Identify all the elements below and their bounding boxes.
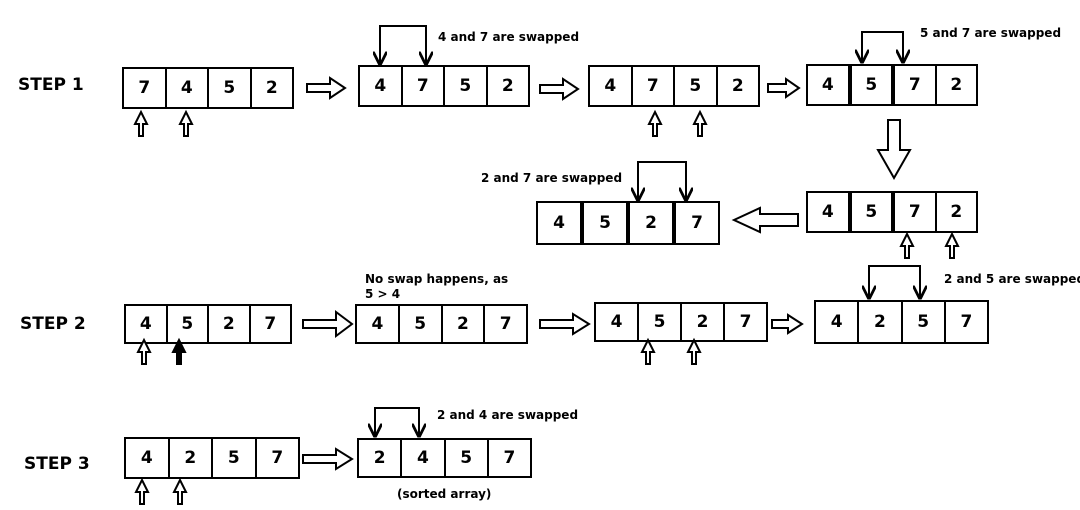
no-swap-condition: 5 > 4 [365,287,401,301]
array-cell: 5 [168,306,209,342]
array-cell: 7 [271,448,284,468]
array-cell: 4 [808,66,852,104]
sorted-array-caption: (sorted array) [397,487,492,501]
swap-annotation: 5 and 7 are swapped [920,26,1062,40]
swap-bracket [637,161,686,200]
array-cell: 7 [960,312,973,332]
array-cell: 4 [126,306,168,342]
swap-bracket [868,265,920,298]
array-cell: 7 [895,66,937,104]
right-block-arrow-icon [302,310,354,338]
array-cell: 4 [596,304,639,340]
swap-bracket [374,407,419,436]
array-cell: 4 [357,306,400,342]
array-cell: 5 [852,66,895,104]
array-box: 4 5 2 7 [355,304,528,344]
array-cell: 2 [209,306,251,342]
array-box: 4 5 2 7 [594,302,768,342]
array-box: 7 4 5 2 [122,67,294,109]
swap-annotation: 2 and 4 are swapped [437,408,579,422]
array-cell: 5 [639,304,682,340]
swap-annotation: 2 and 7 are swapped [481,171,623,185]
swap-bracket [379,25,426,64]
right-block-arrow-icon [306,76,347,100]
array-box: 4 5 7 2 [806,64,978,106]
array-cell: 2 [265,78,278,98]
up-pointer-arrow-icon [133,109,149,137]
array-cell: 7 [739,312,752,332]
array-cell: 5 [445,67,488,105]
step-3-label: STEP 3 [24,454,90,474]
step-2-label: STEP 2 [20,314,86,334]
array-cell: 5 [675,67,718,105]
swap-annotation: 4 and 7 are swapped [438,30,580,44]
array-cell: 2 [859,302,903,342]
right-block-arrow-icon [767,77,801,99]
array-cell: 2 [950,202,963,222]
array-cell: 7 [633,67,675,105]
swap-bracket [861,31,903,62]
array-cell: 2 [170,439,213,477]
array-cell: 5 [400,306,443,342]
array-cell: 5 [903,302,946,342]
array-cell: 7 [264,314,277,334]
array-cell: 4 [360,67,403,105]
array-cell: 4 [538,203,584,243]
array-cell: 2 [731,76,744,96]
array-cell: 7 [503,448,516,468]
array-box: 4 2 5 7 [814,300,989,344]
array-cell: 5 [209,69,252,107]
array-cell: 4 [808,193,852,231]
up-pointer-arrow-icon [640,337,656,365]
array-cell: 2 [359,440,403,476]
array-cell: 4 [126,439,170,477]
array-cell: 7 [403,67,445,105]
no-swap-annotation: No swap happens, as [365,272,509,286]
down-block-arrow-icon [876,119,912,181]
array-cell: 7 [895,193,937,231]
array-box: 2 4 5 7 [357,438,532,478]
right-block-arrow-icon [539,77,580,101]
up-pointer-arrow-icon [944,231,960,259]
up-pointer-arrow-icon [647,109,663,137]
up-pointer-arrow-icon [178,109,194,137]
right-block-arrow-icon [302,447,354,471]
array-cell: 5 [446,440,489,476]
array-cell: 4 [167,69,209,107]
array-box: 4 5 2 7 [124,304,292,344]
array-box: 4 5 7 2 [806,191,978,233]
array-cell: 2 [501,76,514,96]
up-pointer-arrow-icon [899,231,915,259]
up-pointer-arrow-icon [172,477,188,505]
array-cell: 7 [499,314,512,334]
left-block-arrow-icon [731,206,799,234]
array-cell: 7 [691,213,703,233]
array-cell: 5 [213,439,257,477]
array-cell: 2 [950,75,963,95]
up-pointer-arrow-icon [692,109,708,137]
array-cell: 2 [630,203,676,243]
up-pointer-arrow-icon [134,477,150,505]
up-pointer-arrow-icon [686,337,702,365]
array-box: 4 7 5 2 [358,65,530,107]
array-cell: 4 [402,440,446,476]
step-1-label: STEP 1 [18,75,84,95]
array-cell: 4 [816,302,860,342]
right-block-arrow-icon [771,313,804,335]
array-cell: 2 [443,306,486,342]
array-cell: 4 [590,67,633,105]
right-block-arrow-icon [539,312,591,336]
array-cell: 5 [584,203,630,243]
array-box: 4 5 2 7 [536,201,720,245]
array-box: 4 2 5 7 [124,437,300,479]
swap-annotation: 2 and 5 are swapped [944,272,1080,286]
array-box: 4 7 5 2 [588,65,760,107]
array-cell: 7 [124,69,167,107]
array-cell: 2 [682,304,725,340]
array-cell: 5 [852,193,895,231]
